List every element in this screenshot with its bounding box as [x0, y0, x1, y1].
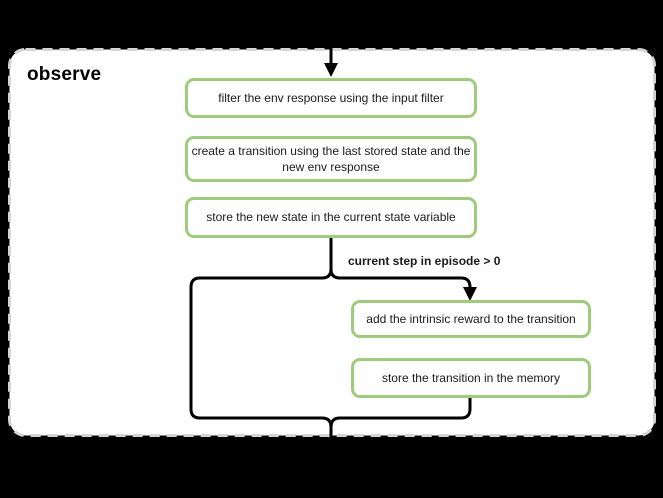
condition-branch-connector [329, 268, 472, 289]
merge-connector [329, 398, 472, 428]
step-store-transition: store the transition in the memory [351, 358, 591, 398]
entry-arrowhead-icon [324, 63, 338, 77]
step-label: store the transition in the memory [381, 370, 561, 385]
condition-label: current step in episode > 0 [348, 254, 501, 268]
step-filter-env-response: filter the env response using the input … [185, 78, 477, 118]
step-create-transition: create a transition using the last store… [185, 136, 477, 182]
step-store-new-state: store the new state in the current state… [185, 197, 477, 238]
condition-arrowhead-icon [463, 287, 477, 301]
step-label: store the new state in the current state… [206, 210, 456, 225]
step-label: add the intrinsic reward to the transiti… [366, 311, 576, 326]
step-label: filter the env response using the input … [218, 90, 444, 105]
step-add-intrinsic-reward: add the intrinsic reward to the transiti… [351, 300, 591, 338]
skip-branch-connector [189, 238, 333, 446]
step-label: create a transition using the last store… [191, 143, 471, 174]
panel-title: observe [27, 64, 102, 85]
